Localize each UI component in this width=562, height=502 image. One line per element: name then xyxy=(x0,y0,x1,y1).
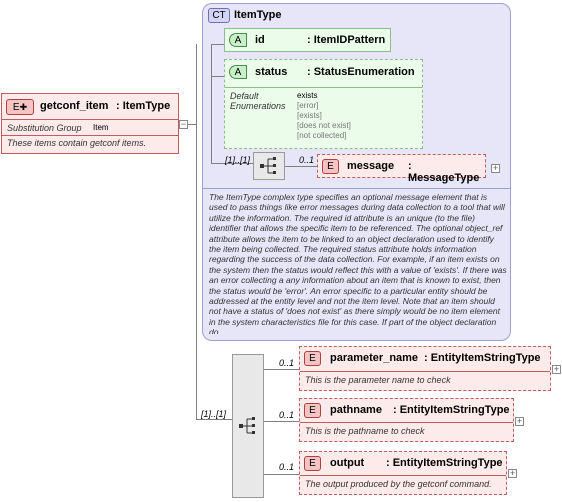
connector xyxy=(211,44,224,45)
divider xyxy=(2,135,178,136)
parameter-name-description: This is the parameter name to check xyxy=(305,375,451,385)
enum-value: [error] xyxy=(297,101,319,110)
divider xyxy=(203,188,510,189)
element-badge-label: E xyxy=(327,161,334,172)
enum-value: [exists] xyxy=(297,111,322,120)
output-type: : EntityItemStringType xyxy=(386,457,503,469)
complex-type-box: CT ItemType A id : ItemIDPattern A statu… xyxy=(202,3,511,341)
complex-type-documentation: The ItemType complex type specifies an o… xyxy=(209,192,507,334)
default-value: exists xyxy=(297,91,318,100)
attribute-badge-label: A xyxy=(234,67,242,78)
element-badge-label: E xyxy=(309,405,316,416)
message-multiplicity: 0..1 xyxy=(299,155,315,165)
attribute-status-type: : StatusEnumeration xyxy=(307,66,415,78)
connector xyxy=(196,44,197,420)
parameter-name-element-box[interactable]: E parameter_name : EntityItemStringType … xyxy=(299,346,551,391)
connector xyxy=(264,369,299,370)
pathname-description: This is the pathname to check xyxy=(305,426,425,436)
root-element-box[interactable]: E✚ getconf_item : ItemType Substitution … xyxy=(1,93,179,154)
attribute-badge-label: A xyxy=(234,35,242,46)
expand-icon[interactable]: + xyxy=(491,163,500,173)
complex-type-badge-icon: CT xyxy=(208,8,230,23)
connector xyxy=(264,474,299,475)
default-label: Default xyxy=(230,91,259,101)
message-element-box[interactable]: E message : MessageType xyxy=(317,154,486,184)
parameter-name-multiplicity: 0..1 xyxy=(279,358,295,368)
expand-icon[interactable]: + xyxy=(515,416,524,426)
element-badge-icon: E xyxy=(322,159,339,174)
attribute-id-type: : ItemIDPattern xyxy=(307,34,386,46)
pathname-type: : EntityItemStringType xyxy=(393,404,510,416)
output-element-box[interactable]: E output : EntityItemStringType The outp… xyxy=(299,451,507,495)
attribute-id-box[interactable]: A id : ItemIDPattern xyxy=(224,28,391,52)
element-badge-label: E xyxy=(12,102,20,113)
expand-icon[interactable]: + xyxy=(552,364,561,374)
divider xyxy=(300,371,550,372)
connector xyxy=(188,124,196,125)
divider xyxy=(300,422,513,423)
element-badge-label: E xyxy=(309,353,316,364)
output-multiplicity: 0..1 xyxy=(279,462,295,472)
connector xyxy=(285,166,317,167)
pathname-name: pathname xyxy=(330,404,382,416)
substitution-group-value: Item xyxy=(93,123,109,132)
connector xyxy=(211,44,212,164)
element-badge-label: E xyxy=(309,458,316,469)
element-badge-icon: E xyxy=(304,403,321,418)
attribute-status-name: status xyxy=(255,66,288,78)
enum-value: [not collected] xyxy=(297,131,347,140)
divider xyxy=(2,119,178,120)
complex-type-name: ItemType xyxy=(234,9,282,21)
output-description: The output produced by the getconf comma… xyxy=(305,479,492,489)
sequence-icon xyxy=(260,157,276,174)
sequence-multiplicity: [1]..[1] xyxy=(225,155,251,165)
substitution-group-label: Substitution Group xyxy=(7,123,82,133)
sequence-icon xyxy=(239,417,255,434)
expand-icon[interactable]: + xyxy=(508,468,517,478)
root-element-type: : ItemType xyxy=(116,100,171,112)
connector xyxy=(211,76,224,77)
sequence-compositor[interactable] xyxy=(253,152,285,180)
connector xyxy=(264,421,299,422)
enum-value: [does not exist] xyxy=(297,121,351,130)
parameter-name-type: : EntityItemStringType xyxy=(424,352,541,364)
main-sequence-compositor[interactable] xyxy=(232,354,264,498)
divider xyxy=(225,87,422,88)
pathname-multiplicity: 0..1 xyxy=(279,410,295,420)
connector xyxy=(211,163,255,164)
complex-type-badge-label: CT xyxy=(212,10,226,21)
attribute-badge-icon: A xyxy=(229,33,247,47)
output-name: output xyxy=(330,457,365,469)
attribute-badge-icon: A xyxy=(229,65,247,79)
collapse-icon[interactable]: − xyxy=(179,119,188,129)
element-badge-icon: E✚ xyxy=(6,99,34,115)
element-badge-icon: E xyxy=(304,351,321,366)
message-type: : MessageType xyxy=(408,160,480,184)
pathname-element-box[interactable]: E pathname : EntityItemStringType This i… xyxy=(299,398,514,442)
connector xyxy=(196,419,232,420)
main-sequence-multiplicity: [1]..[1] xyxy=(201,409,227,419)
root-description: These items contain getconf items. xyxy=(7,138,147,148)
enumerations-label: Enumerations xyxy=(230,101,286,111)
attribute-id-name: id xyxy=(255,34,265,46)
divider xyxy=(300,475,506,476)
element-badge-icon: E xyxy=(304,456,321,471)
message-name: message xyxy=(347,160,395,172)
attribute-status-box[interactable]: A status : StatusEnumeration Default Enu… xyxy=(224,59,423,149)
parameter-name-name: parameter_name xyxy=(330,352,419,364)
root-element-name: getconf_item xyxy=(40,100,109,112)
